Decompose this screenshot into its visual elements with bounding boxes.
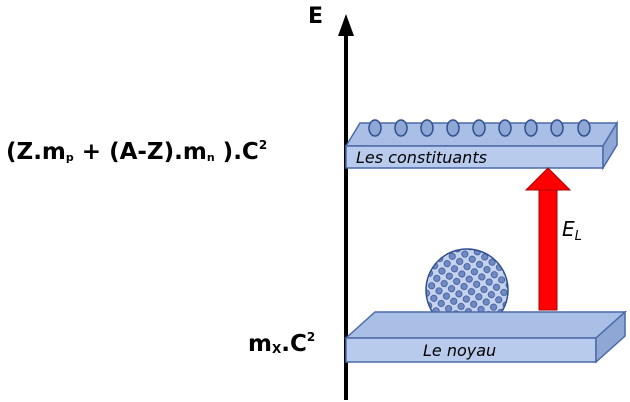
binding-energy-label: EL <box>562 217 582 244</box>
nucleon-7 <box>524 119 538 137</box>
formula-top-sup: 2 <box>258 138 268 152</box>
nucleon-6 <box>498 119 512 137</box>
formula-top-sub-p: p <box>65 151 74 164</box>
nucleon-9 <box>577 119 591 137</box>
nucleon-3 <box>420 119 434 137</box>
nucleus-level-slab <box>344 310 627 364</box>
constituents-level-slab <box>344 120 619 171</box>
formula-top-part2: + (A-Z).m <box>73 139 207 165</box>
nucleon-4 <box>446 119 460 137</box>
binding-energy-symbol: E <box>562 217 575 241</box>
constituents-energy-formula: (Z.mp + (A-Z).mn ).C2 <box>6 138 267 165</box>
constituents-label: Les constituants <box>356 148 487 167</box>
nucleon-2 <box>394 119 408 137</box>
binding-energy-arrow <box>524 167 572 311</box>
axis-arrowhead-icon <box>338 14 354 36</box>
nucleon-8 <box>550 119 564 137</box>
formula-top-part3: ).C <box>214 139 259 165</box>
binding-energy-subscript: L <box>575 229 582 244</box>
nucleus-energy-formula: mX.C2 <box>248 330 315 357</box>
formula-top-part1: (Z.m <box>6 139 66 165</box>
formula-bottom-sub-x: X <box>271 342 282 356</box>
nucleon-1 <box>368 119 382 137</box>
formula-bottom-part2: .C <box>281 331 307 357</box>
free-nucleons <box>368 119 591 137</box>
nucleus-label: Le noyau <box>423 341 496 360</box>
formula-bottom-part1: m <box>248 331 272 357</box>
formula-top-sub-n: n <box>206 151 215 164</box>
energy-axis-label: E <box>308 4 324 29</box>
nucleon-5 <box>472 119 486 137</box>
formula-bottom-sup: 2 <box>306 330 316 344</box>
